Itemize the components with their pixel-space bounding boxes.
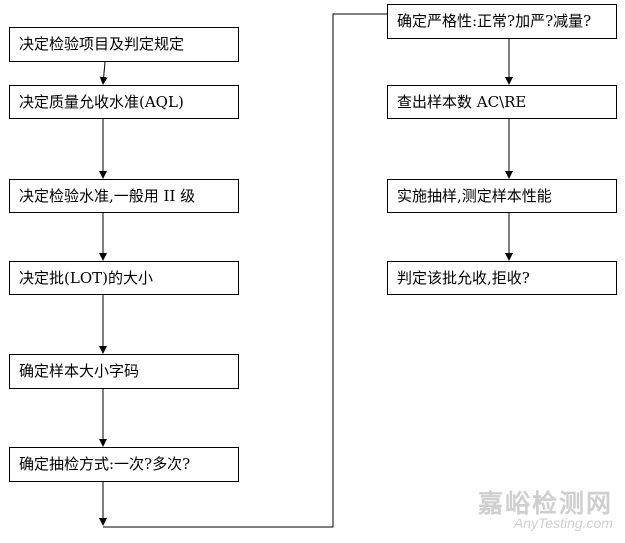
watermark-chinese: 嘉峪检测网 (477, 489, 613, 518)
step-box-severity: 确定严格性:正常?加严?减量? (387, 4, 617, 39)
step-label: 决定批(LOT)的大小 (19, 268, 153, 287)
step-box-aql: 决定质量允收水准(AQL) (9, 85, 239, 119)
step-box-lot-size: 决定批(LOT)的大小 (9, 261, 239, 295)
connector-left-to-right (103, 13, 387, 528)
arrow-step1-to-step2 (99, 61, 108, 85)
step-box-perform-sampling: 实施抽样,测定样本性能 (387, 179, 617, 213)
step-label: 决定检验水准,一般用 II 级 (19, 186, 196, 205)
step-box-inspection-level: 决定检验水准,一般用 II 级 (9, 179, 239, 213)
step-label: 查出样本数 AC\RE (397, 92, 527, 111)
step-label: 实施抽样,测定样本性能 (397, 186, 552, 205)
step-box-sampling-mode: 确定抽检方式:一次?多次? (9, 447, 239, 482)
step-label: 决定检验项目及判定规定 (19, 35, 185, 53)
step-box-judge-lot: 判定该批允收,拒收? (387, 261, 617, 295)
step-label: 判定该批允收,拒收? (397, 268, 530, 287)
step-box-sample-number: 查出样本数 AC\RE (387, 85, 617, 119)
watermark-english: AnyTesting.com (513, 515, 613, 531)
step-label: 决定质量允收水准(AQL) (19, 92, 184, 111)
step-box-sample-code: 确定样本大小字码 (9, 354, 239, 389)
step-box-inspection-items: 决定检验项目及判定规定 (9, 27, 239, 62)
step-label: 确定抽检方式:一次?多次? (19, 455, 191, 473)
step-label: 确定样本大小字码 (19, 362, 140, 380)
step-label: 确定严格性:正常?加严?减量? (397, 12, 592, 30)
